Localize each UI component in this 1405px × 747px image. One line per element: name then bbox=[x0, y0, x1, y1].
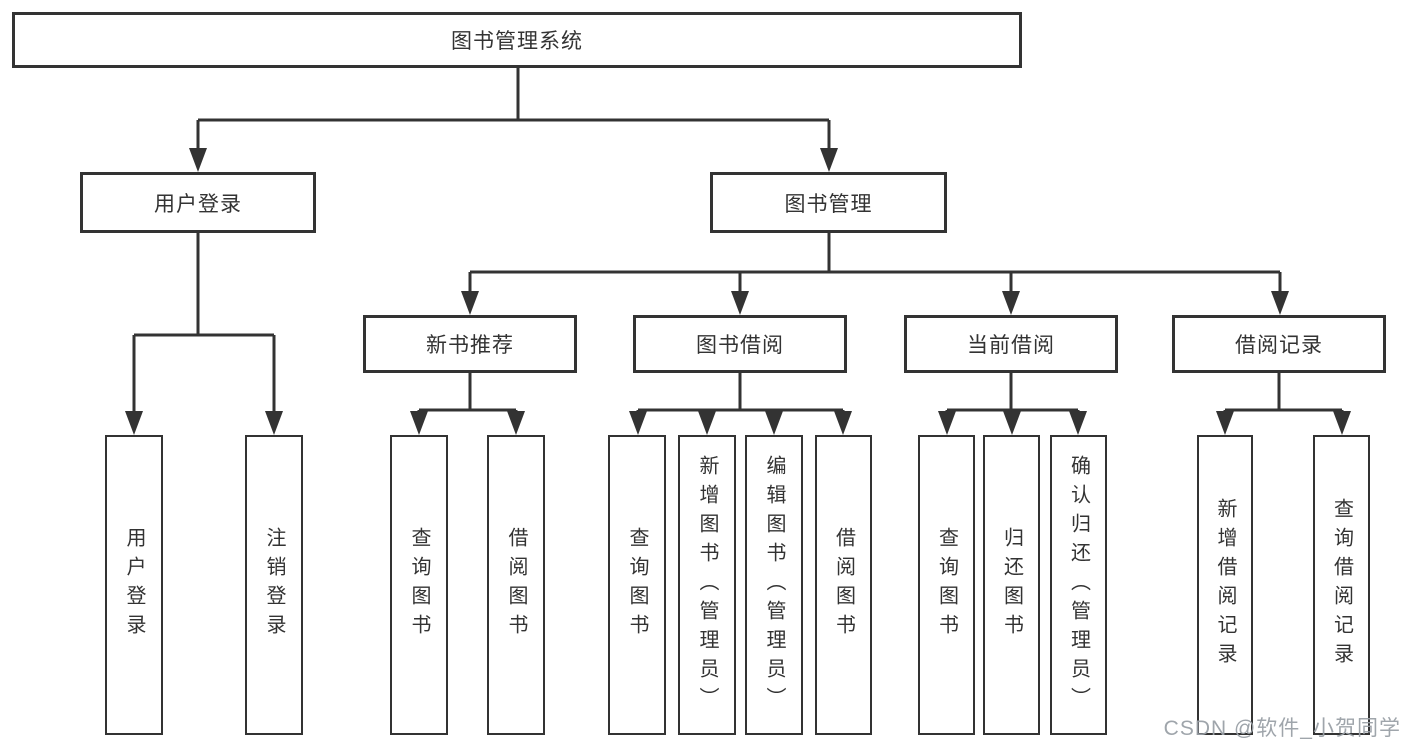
leaf-confirm-return-admin-label: 确认归还（管理员） bbox=[1067, 454, 1090, 716]
connector-arrow bbox=[731, 272, 749, 315]
leaf-return-book: 归还图书 bbox=[983, 435, 1040, 735]
leaf-query-book-recommend-label: 查询图书 bbox=[408, 527, 430, 643]
node-borrow-records: 借阅记录 bbox=[1172, 315, 1386, 373]
connector-arrow bbox=[765, 410, 783, 435]
leaf-borrow-book-recommend-label: 借阅图书 bbox=[505, 527, 527, 643]
node-book-borrow-label: 图书借阅 bbox=[696, 334, 784, 357]
leaf-confirm-return-admin: 确认归还（管理员） bbox=[1050, 435, 1107, 735]
leaf-add-book-admin: 新增图书（管理员） bbox=[678, 435, 736, 735]
connector-arrow bbox=[1003, 410, 1021, 435]
node-borrow-records-label: 借阅记录 bbox=[1235, 334, 1323, 357]
connector-arrow bbox=[834, 410, 852, 435]
node-current-borrow-label: 当前借阅 bbox=[967, 334, 1055, 357]
connector-arrow bbox=[125, 335, 143, 435]
leaf-return-book-label: 归还图书 bbox=[1000, 527, 1023, 643]
leaf-user-login-label: 用户登录 bbox=[123, 527, 145, 643]
leaf-query-borrow-record-label: 查询借阅记录 bbox=[1330, 498, 1353, 672]
node-user-login-label: 用户登录 bbox=[154, 192, 242, 216]
connector-arrow bbox=[1002, 272, 1020, 315]
leaf-edit-book-admin: 编辑图书（管理员） bbox=[745, 435, 803, 735]
connector-arrow bbox=[410, 410, 428, 435]
leaf-query-book-borrow-label: 查询图书 bbox=[626, 527, 648, 643]
node-new-book-recommend: 新书推荐 bbox=[363, 315, 577, 373]
node-book-management-label: 图书管理 bbox=[784, 192, 873, 216]
node-root-label: 图书管理系统 bbox=[451, 30, 583, 53]
leaf-query-book-current-label: 查询图书 bbox=[935, 527, 958, 643]
connector-arrow bbox=[1271, 272, 1289, 315]
leaf-add-borrow-record-label: 新增借阅记录 bbox=[1214, 498, 1236, 672]
connector-arrow bbox=[507, 410, 525, 435]
connector-arrow bbox=[629, 410, 647, 435]
leaf-add-borrow-record: 新增借阅记录 bbox=[1197, 435, 1253, 735]
leaf-user-login: 用户登录 bbox=[105, 435, 163, 735]
connector-arrow bbox=[189, 120, 207, 172]
connector-arrow bbox=[1216, 410, 1234, 435]
node-root: 图书管理系统 bbox=[12, 12, 1022, 68]
connector-arrow bbox=[698, 410, 716, 435]
leaf-query-book-recommend: 查询图书 bbox=[390, 435, 448, 735]
node-book-borrow: 图书借阅 bbox=[633, 315, 847, 373]
leaf-query-book-current: 查询图书 bbox=[918, 435, 975, 735]
connector-arrow bbox=[461, 272, 479, 315]
leaf-borrow-book-label: 借阅图书 bbox=[832, 527, 855, 643]
node-current-borrow: 当前借阅 bbox=[904, 315, 1118, 373]
leaf-query-borrow-record: 查询借阅记录 bbox=[1313, 435, 1370, 735]
connector-arrow bbox=[265, 335, 283, 435]
connector-arrow bbox=[1333, 410, 1351, 435]
leaf-borrow-book-recommend: 借阅图书 bbox=[487, 435, 545, 735]
node-book-management: 图书管理 bbox=[710, 172, 947, 233]
connector-arrow bbox=[1069, 410, 1087, 435]
node-new-book-recommend-label: 新书推荐 bbox=[426, 334, 514, 357]
watermark-text: CSDN @软件_小贺同学 bbox=[1163, 717, 1401, 740]
node-user-login: 用户登录 bbox=[80, 172, 316, 233]
leaf-add-book-admin-label: 新增图书（管理员） bbox=[696, 454, 718, 716]
connector-arrow bbox=[938, 410, 956, 435]
leaf-query-book-borrow: 查询图书 bbox=[608, 435, 666, 735]
connector-arrow bbox=[820, 120, 838, 172]
leaf-logout-label: 注销登录 bbox=[263, 527, 285, 643]
leaf-logout: 注销登录 bbox=[245, 435, 303, 735]
leaf-borrow-book: 借阅图书 bbox=[815, 435, 872, 735]
leaf-edit-book-admin-label: 编辑图书（管理员） bbox=[763, 454, 785, 716]
